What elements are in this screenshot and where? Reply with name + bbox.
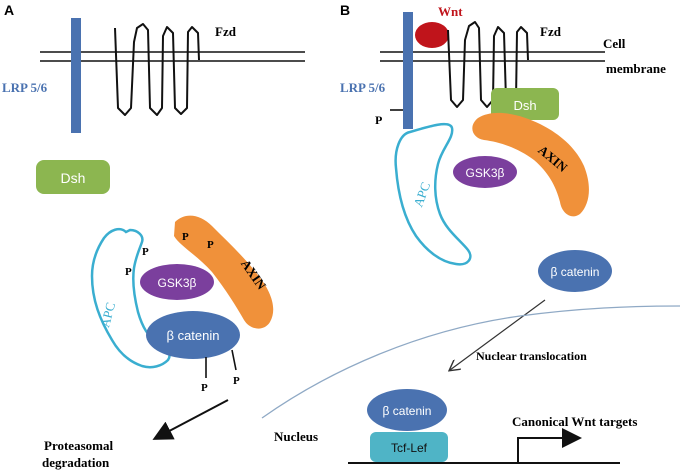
phospho-catenin-1: P — [201, 382, 208, 394]
lrp-receptor-b — [403, 12, 413, 129]
dsh-label: Dsh — [61, 170, 86, 186]
dsh-box — [36, 160, 110, 194]
fzd-label: Fzd — [215, 24, 237, 39]
beta-catenin-label: β catenin — [166, 328, 219, 343]
apc-protein-b — [394, 122, 472, 266]
gsk3b-label: GSK3β — [158, 276, 197, 290]
translocation-arrow — [450, 299, 546, 370]
gsk3b-label-b: GSK3β — [466, 166, 505, 180]
wnt-targets-label: Canonical Wnt targets — [512, 414, 637, 429]
fzd-receptor — [114, 23, 200, 116]
phospho-apc-1: P — [142, 246, 149, 258]
lrp-receptor — [71, 18, 81, 133]
phospho-catenin-2: P — [233, 375, 240, 387]
phospho-apc-2: P — [125, 266, 132, 278]
tcf-lef-box — [370, 432, 448, 462]
beta-catenin-nucleus — [367, 389, 447, 431]
panel-a: A LRP 5/6 Fzd Dsh AXIN APC GSK3β β caten… — [2, 2, 305, 470]
lrp-label: LRP 5/6 — [2, 80, 48, 95]
beta-catenin-cytoplasm-label: β catenin — [551, 265, 600, 279]
apc-protein — [90, 227, 171, 369]
phospho-stalk-2 — [231, 349, 237, 371]
cell-membrane-label-line2: membrane — [606, 61, 666, 76]
fzd-label-b: Fzd — [540, 24, 562, 39]
axin-protein — [174, 215, 274, 329]
beta-catenin-cytoplasm — [538, 250, 612, 292]
degradation-label-line1: Proteasomal — [44, 438, 113, 453]
cell-membrane-label-line1: Cell — [603, 36, 626, 51]
apc-label: APC — [97, 301, 118, 329]
gsk3b-protein-b — [453, 156, 517, 188]
degradation-label-line2: degradation — [42, 455, 110, 470]
beta-catenin-protein — [146, 311, 240, 359]
nuclear-envelope — [261, 305, 680, 419]
phospho-lrp: P — [375, 113, 382, 127]
panel-b-letter: B — [340, 2, 350, 18]
phospho-axin-1: P — [182, 231, 189, 243]
panel-a-letter: A — [4, 2, 14, 18]
panel-b: B Cell membrane LRP 5/6 P Wnt Fzd Dsh AX… — [261, 2, 680, 464]
beta-catenin-nucleus-label: β catenin — [383, 404, 432, 418]
translocation-label: Nuclear translocation — [476, 349, 587, 363]
phospho-axin-2: P — [207, 239, 214, 251]
wnt-ligand — [415, 22, 449, 48]
tcf-lef-label: Tcf-Lef — [391, 441, 428, 455]
wnt-label: Wnt — [438, 4, 463, 19]
nucleus-label: Nucleus — [274, 429, 318, 444]
gsk3b-protein — [140, 264, 214, 300]
lrp-label-b: LRP 5/6 — [340, 80, 386, 95]
degradation-arrow — [152, 399, 229, 440]
dsh-box-b — [491, 88, 559, 120]
transcription-start-arrow — [517, 428, 582, 463]
dsh-label-b: Dsh — [513, 98, 536, 113]
axin-protein-b — [472, 112, 589, 217]
